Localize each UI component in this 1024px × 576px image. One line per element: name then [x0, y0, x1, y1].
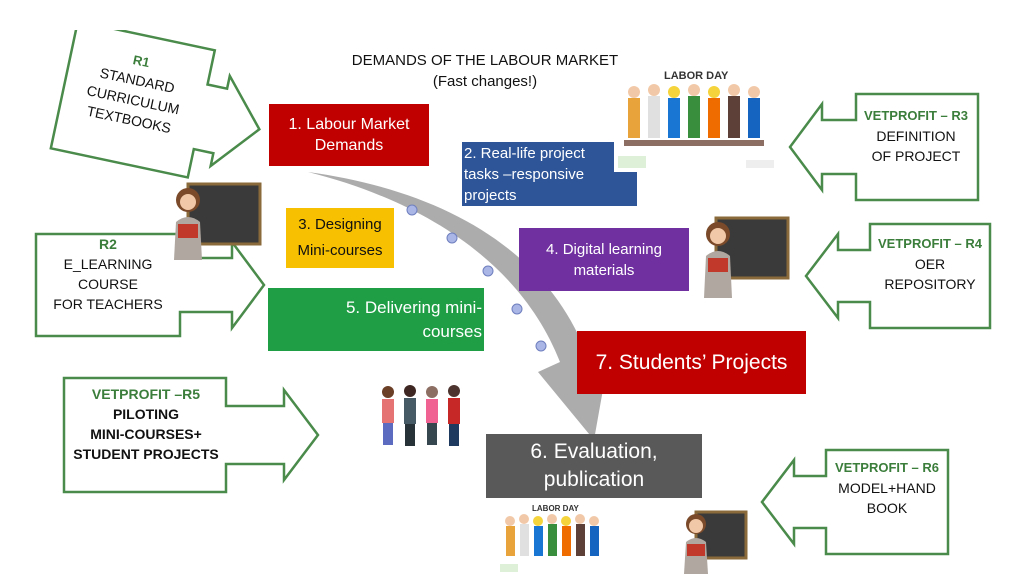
flow-dot	[482, 265, 494, 277]
callout-r5-shape	[62, 376, 320, 494]
callout-r2-line: FOR TEACHERS	[53, 296, 163, 312]
callout-r2-line: COURSE	[78, 276, 138, 292]
labor-day-title: LABOR DAY	[532, 504, 579, 513]
step-5-label: 5. Delivering mini-courses	[345, 297, 482, 341]
labor-day-image: LABOR DAY	[614, 68, 782, 172]
callout-r4-text: VETPROFIT – R4 OER REPOSITORY	[872, 234, 988, 294]
header-line-2: (Fast changes!)	[432, 73, 538, 90]
step-7-label: 7. Students’ Projects	[595, 350, 788, 374]
callout-r2-line: E_LEARNING	[63, 256, 153, 272]
callout-r5-line: PILOTING	[112, 406, 180, 422]
callout-r6-shape	[760, 448, 950, 556]
step-7-students-projects: 7. Students’ Projects	[577, 331, 806, 394]
step-2-real-life-tasks: 2. Real-life project tasks –responsive p…	[462, 142, 637, 206]
labor-day-image: LABOR DAY	[498, 504, 610, 576]
flow-dot	[406, 204, 418, 216]
step-1-label: 1. Labour Market Demands	[288, 116, 410, 154]
step-4-digital-materials: 4. Digital learning materials	[519, 228, 689, 291]
header-title: DEMANDS OF THE LABOUR MARKET (Fast chang…	[330, 50, 640, 92]
labor-day-title: LABOR DAY	[664, 70, 729, 82]
callout-r6-title: VETPROFIT – R6	[834, 460, 940, 475]
step-1-labour-market-demands: 1. Labour Market Demands	[269, 104, 429, 166]
callout-r3-text: VETPROFIT – R3 DEFINITION OF PROJECT	[858, 106, 974, 166]
callout-r6-line: MODEL+HAND	[838, 480, 936, 496]
callout-r2-text: R2 E_LEARNING COURSE FOR TEACHERS	[38, 234, 178, 314]
step-3-line-1: 3. Designing	[298, 216, 382, 233]
callout-r4-shape	[804, 222, 992, 330]
header-line-1: DEMANDS OF THE LABOUR MARKET	[351, 52, 619, 69]
callout-r5-line: MINI-COURSES+	[90, 426, 202, 442]
callout-r5-title: VETPROFIT –R5	[91, 386, 201, 402]
step-4-label: 4. Digital learning materials	[546, 240, 662, 279]
callout-r4-line: REPOSITORY	[884, 276, 976, 292]
teacher-illustration	[166, 172, 262, 262]
callout-r3-shape	[788, 92, 980, 202]
step-3-line-2: Mini-courses	[297, 242, 383, 259]
callout-r5-text: VETPROFIT –R5 PILOTING MINI-COURSES+ STU…	[64, 384, 228, 464]
teacher-illustration	[676, 504, 748, 576]
flow-dots	[406, 204, 547, 352]
step-5-delivering: 5. Delivering mini-courses	[268, 288, 484, 351]
step-6-evaluation: 6. Evaluation, publication	[486, 434, 702, 498]
callout-r2-title: R2	[99, 236, 117, 252]
callout-r1: R1 STANDARD CURRICULUM TEXTBOOKS	[40, 19, 280, 180]
callout-r4-line: OER	[914, 256, 946, 272]
teacher-illustration	[690, 208, 792, 300]
step-3-designing: 3. Designing Mini-courses	[286, 208, 394, 268]
callout-r4-title: VETPROFIT – R4	[877, 236, 983, 251]
flow-dot	[535, 340, 547, 352]
callout-r6-text: VETPROFIT – R6 MODEL+HAND BOOK	[828, 458, 946, 518]
callout-r3-title: VETPROFIT – R3	[863, 108, 969, 123]
callout-r5-line: STUDENT PROJECTS	[73, 446, 219, 462]
students-illustration	[378, 382, 468, 448]
callout-r3-line: OF PROJECT	[871, 148, 961, 164]
step-2-label: 2. Real-life project tasks –responsive p…	[464, 144, 585, 204]
callout-r3-line: DEFINITION	[876, 128, 956, 144]
workers-icon	[624, 84, 764, 146]
callout-r6-line: BOOK	[866, 500, 908, 516]
step-6-label: 6. Evaluation, publication	[530, 440, 658, 491]
workers-icon	[505, 514, 599, 556]
flow-dot	[511, 303, 523, 315]
flow-dot	[446, 232, 458, 244]
callout-r1-shape	[49, 19, 261, 179]
